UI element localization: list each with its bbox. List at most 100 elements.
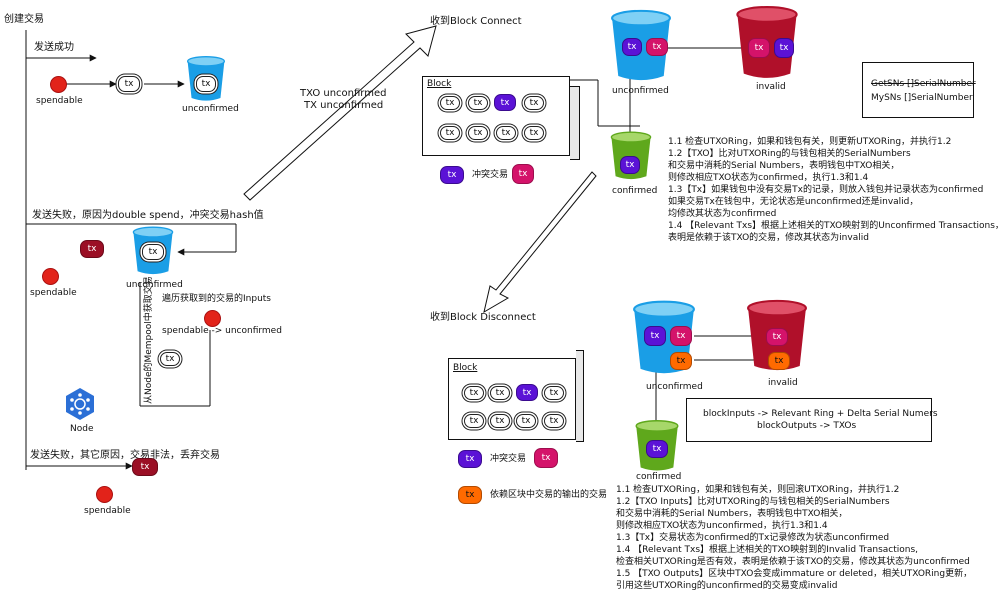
arrow-label-1: TXO unconfirmed bbox=[300, 88, 387, 99]
connect-note-line: 则修改相应TXO状态为confirmed，执行1.3和1.4 bbox=[668, 173, 869, 183]
block-outputs-label: blockOutputs -> TXOs bbox=[757, 421, 857, 431]
create-tx-label: 创建交易 bbox=[4, 14, 44, 25]
spendable-label: spendable bbox=[36, 96, 83, 106]
send-fail-double-label: 发送失败，原因为double spend，冲突交易hash值 bbox=[32, 210, 264, 221]
spendable-dot bbox=[42, 268, 59, 285]
spendable-dot bbox=[96, 486, 113, 503]
block-label: Block bbox=[427, 79, 452, 89]
disconnect-note-line: 1.3【Tx】交易状态为confirmed的Tx记录修改为状态unconfirm… bbox=[616, 533, 890, 543]
block-side-face bbox=[576, 350, 584, 442]
tx-pill: tx bbox=[524, 96, 544, 110]
left-flow-lines bbox=[25, 30, 237, 470]
block-inputs-label: blockInputs -> Relevant Ring + Delta Ser… bbox=[703, 409, 938, 419]
mysns-label: MySNs []SerialNumber bbox=[871, 93, 973, 103]
tx-pill: tx bbox=[524, 126, 544, 140]
node-icon bbox=[66, 388, 94, 420]
disconnect-note-line: 1.5 【TXO Outputs】区块中TXO会变成immature or de… bbox=[616, 569, 973, 579]
legend-conflict-label: 冲突交易 bbox=[490, 454, 527, 464]
connect-note-line: 1.2【TXO】比对UTXORing的与钱包相关的SerialNumbers bbox=[668, 149, 911, 159]
spendable-label: spendable bbox=[84, 506, 131, 516]
connect-note-line: 1.1 检查UTXORing，如果和钱包有关，则更新UTXORing，并执行1.… bbox=[668, 137, 952, 147]
unconfirmed-label: unconfirmed bbox=[182, 104, 239, 114]
tx-pill: tx bbox=[118, 76, 140, 92]
connect-note-line: 如果交易Tx在钱包中，无论状态是unconfirmed还是invalid， bbox=[668, 197, 919, 207]
tx-pill: tx bbox=[440, 126, 460, 140]
legend-conflict-swatch: tx bbox=[440, 166, 464, 184]
disconnect-note-line: 引用这些UTXORing的unconfirmed的交易变成invalid bbox=[616, 581, 838, 591]
arrow-label-2: TX unconfirmed bbox=[304, 100, 384, 111]
node-label: Node bbox=[70, 424, 94, 434]
tx-pill-dark: tx bbox=[80, 240, 104, 258]
disconnect-arrow bbox=[483, 171, 597, 314]
disconnect-notes: 1.1 检查UTXORing，如果和钱包有关，则回滚UTXORing，并执行1.… bbox=[616, 484, 972, 592]
connect-notes: 1.1 检查UTXORing，如果和钱包有关，则更新UTXORing，并执行1.… bbox=[668, 136, 1000, 244]
connect-block-box: Block bbox=[422, 76, 570, 156]
tx-pill: tx bbox=[196, 76, 216, 92]
tx-pill-magenta: tx bbox=[646, 38, 668, 56]
tx-pill-conflict: tx bbox=[620, 156, 640, 174]
tx-pill-conflict: tx bbox=[622, 38, 642, 56]
block-io-box: blockInputs -> Relevant Ring + Delta Ser… bbox=[686, 398, 938, 442]
block-side-face bbox=[570, 86, 580, 160]
spendable-label: spendable bbox=[30, 288, 77, 298]
spendable-to-unconfirmed-label: spendable -> unconfirmed bbox=[162, 326, 282, 336]
confirmed-label: confirmed bbox=[636, 472, 682, 482]
tx-pill: tx bbox=[544, 386, 564, 400]
legend-magenta-swatch: tx bbox=[534, 448, 558, 468]
tx-pill: tx bbox=[142, 244, 164, 260]
tx-pill: tx bbox=[464, 386, 484, 400]
spendable-dot bbox=[204, 310, 221, 327]
legend-depend-label: 依赖区块中交易的输出的交易 bbox=[490, 490, 608, 500]
legend-conflict-swatch: tx bbox=[458, 450, 482, 468]
tx-pill-conflict: tx bbox=[646, 440, 668, 458]
connect-note-line: 表明是依赖于该TXO的交易，修改其状态为invalid bbox=[668, 233, 869, 243]
connect-title: 收到Block Connect bbox=[430, 16, 522, 27]
disconnect-title: 收到Block Disconnect bbox=[430, 312, 536, 323]
disconnect-note-line: 则修改相应TXO状态为unconfirmed，执行1.3和1.4 bbox=[616, 521, 828, 531]
unconfirmed-label: unconfirmed bbox=[126, 280, 183, 290]
getsns-label: GetSNs []SerialNumber bbox=[871, 79, 976, 89]
disconnect-note-line: 1.1 检查UTXORing，如果和钱包有关，则回滚UTXORing，并执行1.… bbox=[616, 485, 900, 495]
tx-pill-conflict: tx bbox=[644, 326, 666, 346]
tx-pill: tx bbox=[490, 414, 510, 428]
legend-conflict-label: 冲突交易 bbox=[472, 170, 509, 180]
invalid-label: invalid bbox=[768, 378, 798, 388]
connect-note-line: 和交易中消耗的Serial Numbers，表明钱包中TXO相关， bbox=[668, 161, 900, 171]
send-fail-other-label: 发送失败，其它原因，交易非法，丢弃交易 bbox=[30, 450, 220, 461]
disconnect-note-line: 1.2【TXO Inputs】比对UTXORing的与钱包相关的SerialNu… bbox=[616, 497, 890, 507]
legend-magenta-swatch: tx bbox=[512, 164, 534, 184]
spendable-dot bbox=[50, 76, 67, 93]
tx-pill-conflict: tx bbox=[516, 384, 538, 401]
connect-arrow bbox=[243, 25, 437, 201]
tx-pill: tx bbox=[160, 352, 180, 366]
send-success-label: 发送成功 bbox=[34, 42, 74, 53]
connect-note-line: 1.3【Tx】如果钱包中没有交易Tx的记录，则放入钱包并记录状态为confirm… bbox=[668, 185, 984, 195]
iterate-inputs-label: 遍历获取到的交易的Inputs bbox=[162, 294, 271, 304]
legend-depend-swatch: tx bbox=[458, 486, 482, 504]
from-node-label: 从Node的Mempool中获取交易 bbox=[144, 276, 154, 404]
tx-pill-magenta: tx bbox=[670, 326, 692, 346]
disconnect-note-line: 检查相关UTXORing是否有效，表明是依赖于该TXO的交易，修改其状态为unc… bbox=[616, 557, 970, 567]
tx-pill-orange: tx bbox=[768, 352, 790, 370]
disconnect-note-line: 和交易中消耗的Serial Numbers，表明钱包中TXO相关， bbox=[616, 509, 848, 519]
tx-pill-orange: tx bbox=[670, 352, 692, 370]
tx-pill-magenta: tx bbox=[766, 328, 788, 346]
confirmed-label: confirmed bbox=[612, 186, 658, 196]
tx-pill-magenta: tx bbox=[748, 38, 770, 58]
tx-pill: tx bbox=[468, 96, 488, 110]
tx-pill: tx bbox=[490, 386, 510, 400]
tx-pill: tx bbox=[516, 414, 536, 428]
serial-number-box: GetSNs []SerialNumber MySNs []SerialNumb… bbox=[862, 62, 976, 118]
invalid-label: invalid bbox=[756, 82, 786, 92]
block-label: Block bbox=[453, 363, 478, 373]
tx-pill-conflict: tx bbox=[774, 38, 794, 58]
tx-pill-conflict: tx bbox=[494, 94, 516, 111]
disconnect-note-line: 1.4 【Relevant Txs】根据上述相关的TXO映射到的Invalid … bbox=[616, 545, 919, 555]
tx-pill: tx bbox=[496, 126, 516, 140]
tx-pill: tx bbox=[468, 126, 488, 140]
tx-pill-dark: tx bbox=[132, 458, 158, 476]
unconfirmed-label: unconfirmed bbox=[612, 86, 669, 96]
connect-note-line: 均修改其状态为confirmed bbox=[668, 209, 777, 219]
tx-pill: tx bbox=[440, 96, 460, 110]
